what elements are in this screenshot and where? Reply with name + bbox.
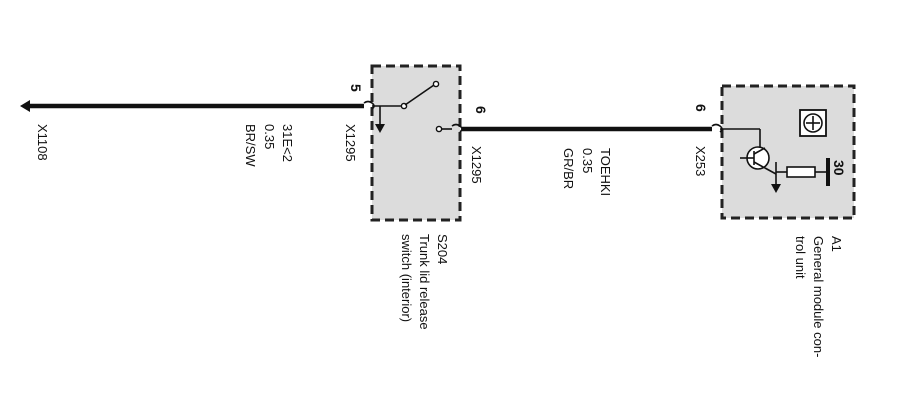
connector-label-x1295-in: X1295: [343, 124, 358, 162]
pin-label-a1-30: 30: [831, 160, 847, 176]
pin-label-s204-5: 5: [348, 84, 364, 92]
svg-text:Trunk lid release: Trunk lid release: [417, 234, 432, 330]
svg-text:31E<2: 31E<2: [280, 124, 295, 162]
svg-text:trol unit: trol unit: [793, 236, 808, 279]
svg-text:GR/BR: GR/BR: [561, 148, 576, 189]
pin-label-s204-6: 6: [473, 106, 489, 114]
svg-text:TOEHKI: TOEHKI: [598, 148, 613, 196]
s204-switch-contacts: [363, 80, 463, 133]
ground-terminal-x1108: [20, 100, 30, 112]
s204-description: S204 Trunk lid release switch (interior): [399, 234, 450, 330]
wire2-labels: TOEHKI 0.35 GR/BR: [561, 148, 613, 196]
a1-module-internals: [711, 109, 830, 193]
a1-module-box: [720, 84, 856, 220]
connector-label-x253: X253: [693, 146, 708, 176]
wire1-labels: 31E<2 0.35 BR/SW: [243, 124, 295, 167]
connector-label-x1108: X1108: [35, 124, 50, 161]
svg-text:BR/SW: BR/SW: [243, 124, 258, 167]
svg-text:switch (interior): switch (interior): [399, 234, 414, 322]
a1-description: A1 General module con- trol unit: [793, 236, 844, 357]
svg-text:A1: A1: [829, 236, 844, 252]
svg-text:0.35: 0.35: [580, 148, 595, 173]
s204-switch-box: [370, 64, 462, 222]
connector-label-x1295-out: X1295: [469, 146, 484, 184]
svg-text:S204: S204: [435, 234, 450, 264]
svg-text:General module con-: General module con-: [811, 236, 826, 357]
pin-label-a1-6: 6: [693, 104, 709, 112]
svg-text:0.35: 0.35: [262, 124, 277, 149]
